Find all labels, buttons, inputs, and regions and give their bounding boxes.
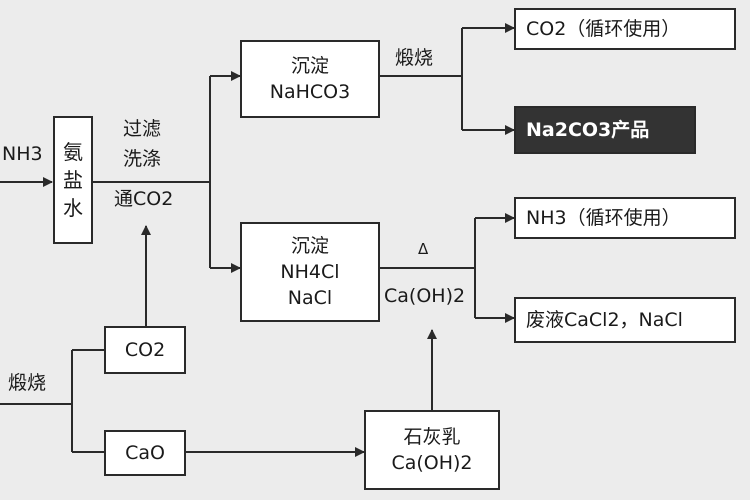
brine-char-1: 氨 (63, 140, 83, 164)
cao-box: CaO (104, 430, 186, 476)
co2-box: CO2 (104, 326, 186, 374)
filter-step-line2: 洗涤 (123, 148, 162, 170)
nh4cl-line2: NH4Cl (280, 261, 340, 283)
nh4cl-line1: 沉淀 (290, 235, 329, 257)
caoh2-reagent-label: Ca(OH)2 (384, 285, 466, 307)
cao-box-text: CaO (125, 442, 165, 464)
lime-milk-line2: Ca(OH)2 (391, 452, 473, 474)
nh3-recycle-text: NH3（循环使用） (526, 207, 681, 229)
waste-liquid-text: 废液CaCl2，NaCl (526, 309, 683, 331)
lime-milk-box: 石灰乳 Ca(OH)2 (364, 410, 500, 490)
nh4cl-line3: NaCl (287, 287, 333, 309)
nh3-input-label: NH3 (2, 143, 43, 165)
nahco3-line2: NaHCO3 (269, 81, 351, 103)
calcine-top-label: 煅烧 (395, 47, 434, 69)
heat-symbol: Δ (418, 240, 429, 258)
nh4cl-precipitate-box: 沉淀 NH4Cl NaCl (240, 222, 380, 322)
brine-box: 氨 盐 水 (53, 116, 93, 244)
filter-step-line1: 过滤 (123, 118, 162, 140)
nahco3-line1: 沉淀 (290, 55, 329, 77)
na2co3-product-box: Na2CO3产品 (514, 106, 696, 154)
waste-liquid-box: 废液CaCl2，NaCl (514, 297, 736, 343)
co2-recycle-box: CO2（循环使用） (514, 8, 736, 50)
calcine-bottom-label: 煅烧 (8, 372, 47, 394)
co2-box-text: CO2 (124, 339, 166, 361)
nahco3-precipitate-box: 沉淀 NaHCO3 (240, 40, 380, 118)
co2-recycle-text: CO2（循环使用） (526, 18, 681, 40)
brine-char-3: 水 (63, 196, 83, 220)
filter-step-line3: 通CO2 (114, 188, 174, 210)
lime-milk-line1: 石灰乳 (403, 426, 461, 448)
na2co3-product-text: Na2CO3产品 (526, 119, 650, 141)
brine-char-2: 盐 (63, 168, 83, 192)
nh3-recycle-box: NH3（循环使用） (514, 197, 736, 239)
